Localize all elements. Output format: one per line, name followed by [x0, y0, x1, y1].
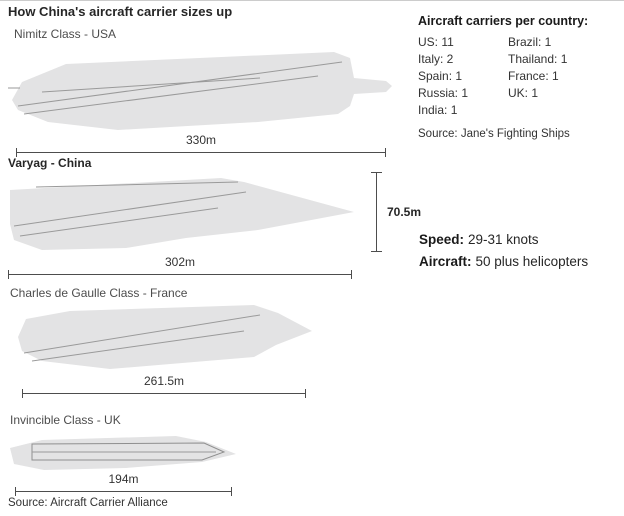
nimitz-deck-line	[17, 61, 343, 107]
varyag-length-measure: 302m	[8, 256, 352, 279]
page-title: How China's aircraft carrier sizes up	[8, 4, 233, 19]
invincible-measure-line	[15, 487, 232, 496]
country-stat: Spain: 1	[418, 69, 463, 83]
carrier-label-varyag: Varyag - China	[8, 156, 92, 170]
varyag-beam-measure	[371, 172, 382, 252]
country-stat: US: 11	[418, 35, 454, 49]
nimitz-length-measure: 330m	[16, 134, 386, 157]
cdg-measure-line	[22, 389, 306, 398]
varyag-measure-line	[8, 270, 352, 279]
cdg-deck-line	[23, 314, 261, 354]
varyag-length-label: 302m	[164, 255, 196, 269]
cdg-length-label: 261.5m	[143, 374, 185, 388]
country-stat: Thailand: 1	[508, 52, 568, 66]
invincible-runway-outline	[31, 442, 226, 461]
speed-value: 29-31 knots	[468, 232, 539, 247]
country-stat: Italy: 2	[418, 52, 454, 66]
invincible-length-measure: 194m	[15, 473, 232, 496]
carrier-label-nimitz: Nimitz Class - USA	[14, 27, 117, 41]
top-divider	[0, 0, 624, 1]
invincible-length-label: 194m	[108, 472, 139, 486]
country-stat: Russia: 1	[418, 86, 469, 100]
source-right: Source: Jane's Fighting Ships	[418, 128, 570, 140]
country-list-col2: Brazil: 1 Thailand: 1 France: 1 UK: 1	[508, 34, 567, 102]
carrier-label-cdg: Charles de Gaulle Class - France	[10, 286, 188, 300]
country-list-col1: US: 11 Italy: 2 Spain: 1 Russia: 1 India…	[418, 34, 468, 119]
varyag-silhouette	[10, 178, 354, 250]
country-stat: UK: 1	[508, 86, 539, 100]
cdg-length-measure: 261.5m	[22, 375, 306, 398]
aircraft-spec: Aircraft:50 plus helicopters	[419, 254, 588, 269]
aircraft-value: 50 plus helicopters	[475, 254, 589, 269]
nimitz-length-label: 330m	[185, 133, 217, 147]
country-stat: France: 1	[508, 69, 559, 83]
nimitz-silhouette	[8, 52, 392, 130]
carrier-label-invincible: Invincible Class - UK	[10, 413, 121, 427]
country-stat: Brazil: 1	[508, 35, 552, 49]
varyag-deck-line	[13, 191, 247, 227]
nimitz-measure-line	[16, 148, 386, 157]
speed-spec: Speed:29-31 knots	[419, 232, 539, 247]
country-stat: India: 1	[418, 103, 458, 117]
country-panel-heading: Aircraft carriers per country:	[418, 14, 589, 28]
invincible-silhouette	[10, 436, 236, 470]
source-left: Source: Aircraft Carrier Alliance	[8, 497, 168, 509]
speed-label: Speed:	[419, 232, 465, 247]
aircraft-label: Aircraft:	[419, 254, 472, 269]
charles-de-gaulle-silhouette	[18, 305, 312, 369]
varyag-beam-label: 70.5m	[387, 205, 422, 219]
